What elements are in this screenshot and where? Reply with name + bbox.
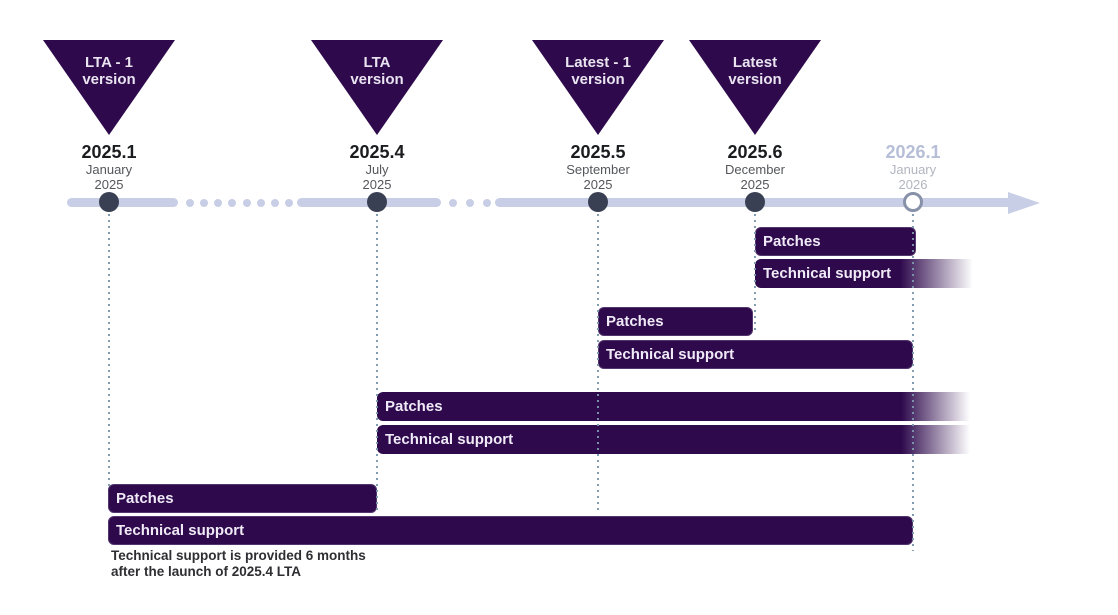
timeline-arrowhead: [1008, 192, 1040, 214]
milestone-label-2025-5: 2025.5 September 2025: [528, 142, 668, 192]
release-dot-2025-5: [588, 192, 608, 212]
dropline-2026-1: [912, 214, 914, 551]
timeline-gap-dot: [200, 199, 208, 207]
dropline-2025-1: [108, 214, 110, 486]
milestone-label-2025-1: 2025.1 January 2025: [39, 142, 179, 192]
banner-label-line2: version: [728, 71, 782, 88]
version-number: 2025.6: [727, 142, 783, 162]
banner-lta: LTA version: [311, 40, 443, 135]
tech-support-bar-2025-6: Technical support: [755, 259, 975, 288]
version-month: September: [566, 162, 630, 177]
milestone-label-2026-1: 2026.1 January 2026: [843, 142, 983, 192]
version-month: July: [365, 162, 389, 177]
tech-support-bar-2025-5: Technical support: [598, 340, 913, 369]
timeline-gap-dot: [271, 199, 279, 207]
tech-support-bar-2025-1: Technical support: [108, 516, 913, 545]
dropline-2025-5: [597, 214, 599, 514]
version-number: 2026.1: [885, 142, 941, 162]
banner-label-line2: version: [82, 71, 136, 88]
banner-label-line1: Latest - 1: [565, 54, 631, 71]
version-month: January: [889, 162, 937, 177]
patches-bar-2025-4: Patches: [377, 392, 973, 421]
version-month: January: [85, 162, 133, 177]
patches-bar-2025-5: Patches: [598, 307, 753, 336]
timeline-gap-dot: [483, 199, 491, 207]
release-dot-2025-1: [99, 192, 119, 212]
timeline-gap-dot: [257, 199, 265, 207]
banner-label-line2: version: [350, 71, 404, 88]
footnote: Technical support is provided 6 months a…: [111, 548, 366, 580]
version-month: December: [725, 162, 785, 177]
milestone-label-2025-4: 2025.4 July 2025: [307, 142, 447, 192]
version-year: 2025: [362, 177, 392, 192]
dropline-2025-4: [376, 214, 378, 513]
milestone-label-2025-6: 2025.6 December 2025: [685, 142, 825, 192]
banner-label-line1: LTA - 1: [84, 54, 134, 71]
timeline-gap-dot: [228, 199, 236, 207]
tech-support-bar-2025-4: Technical support: [377, 425, 973, 454]
version-number: 2025.5: [570, 142, 626, 162]
version-year: 2025: [583, 177, 613, 192]
timeline-gap-dot: [243, 199, 251, 207]
release-dot-2026-1-future: [903, 192, 923, 212]
version-year: 2025: [740, 177, 770, 192]
patches-bar-2025-1: Patches: [108, 484, 377, 513]
patches-bar-2025-6: Patches: [755, 227, 916, 256]
timeline-gap-dot: [285, 199, 293, 207]
version-year: 2026: [898, 177, 928, 192]
release-dot-2025-6: [745, 192, 765, 212]
banner-label-line1: LTA: [363, 54, 391, 71]
banner-latest: Latest version: [689, 40, 821, 135]
timeline-gap-dot: [214, 199, 222, 207]
banner-label-line2: version: [571, 71, 625, 88]
footnote-line1: Technical support is provided 6 months: [111, 548, 366, 563]
version-year: 2025: [94, 177, 124, 192]
banner-lta-minus-1: LTA - 1 version: [43, 40, 175, 135]
timeline-gap-dot: [186, 199, 194, 207]
timeline-gap-dot: [466, 199, 474, 207]
banner-label-line1: Latest: [732, 54, 778, 71]
footnote-line2: after the launch of 2025.4 LTA: [111, 564, 302, 579]
timeline-gap-dot: [449, 199, 457, 207]
release-dot-2025-4: [367, 192, 387, 212]
dropline-2025-6: [754, 214, 756, 331]
banner-latest-minus-1: Latest - 1 version: [532, 40, 664, 135]
version-number: 2025.1: [81, 142, 137, 162]
timeline-segment: [67, 198, 178, 207]
version-number: 2025.4: [349, 142, 405, 162]
